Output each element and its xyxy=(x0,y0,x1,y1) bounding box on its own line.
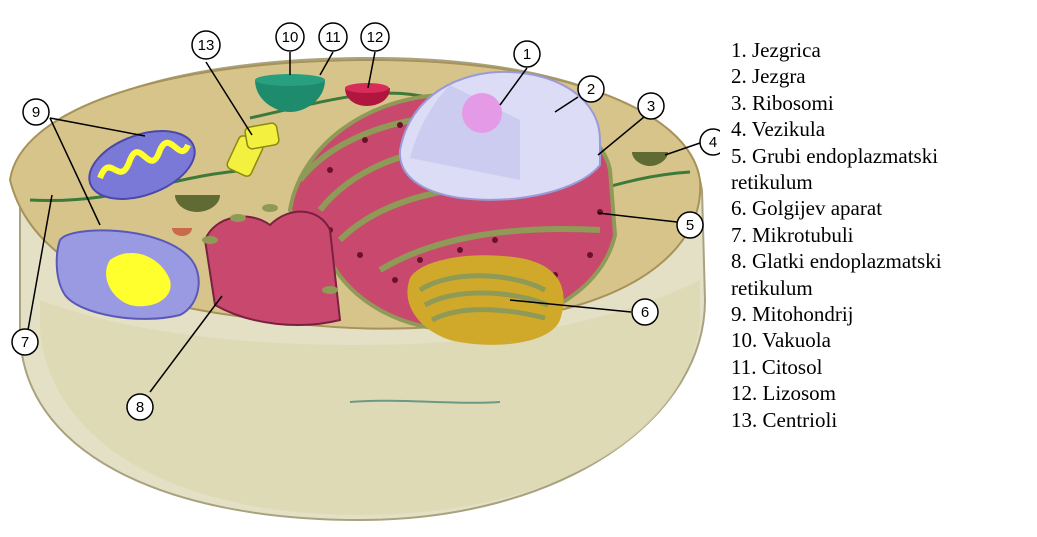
callout-11: 11 xyxy=(319,23,347,51)
callout-8: 8 xyxy=(127,394,153,420)
svg-text:1: 1 xyxy=(523,46,531,63)
legend-item: retikulum xyxy=(731,275,1031,301)
legend-item: 5. Grubi endoplazmatski xyxy=(731,143,1031,169)
nucleolus xyxy=(462,93,502,133)
svg-text:10: 10 xyxy=(282,29,299,46)
callout-2: 2 xyxy=(578,76,604,102)
legend-item: 9. Mitohondrij xyxy=(731,301,1031,327)
legend-item: 4. Vezikula xyxy=(731,116,1031,142)
svg-text:12: 12 xyxy=(367,29,384,46)
legend-item: 12. Lizosom xyxy=(731,380,1031,406)
svg-text:7: 7 xyxy=(21,334,29,351)
cell-diagram: 1 2 3 4 5 6 7 8 9 10 11 12 13 xyxy=(0,0,720,537)
callout-13: 13 xyxy=(192,31,220,59)
svg-text:9: 9 xyxy=(32,104,40,121)
svg-text:8: 8 xyxy=(136,399,144,416)
svg-text:5: 5 xyxy=(686,217,694,234)
legend-item: 13. Centrioli xyxy=(731,407,1031,433)
organelle-legend: 1. Jezgrica 2. Jezgra 3. Ribosomi 4. Vez… xyxy=(731,37,1031,433)
legend-item: 11. Citosol xyxy=(731,354,1031,380)
legend-item: 10. Vakuola xyxy=(731,327,1031,353)
legend-item: retikulum xyxy=(731,169,1031,195)
svg-text:11: 11 xyxy=(325,29,341,46)
legend-item: 1. Jezgrica xyxy=(731,37,1031,63)
smooth-er-tube xyxy=(262,204,278,212)
callout-4: 4 xyxy=(700,129,720,155)
legend-item: 6. Golgijev aparat xyxy=(731,195,1031,221)
svg-text:3: 3 xyxy=(647,98,655,115)
legend-item: 7. Mikrotubuli xyxy=(731,222,1031,248)
callout-12: 12 xyxy=(361,23,389,51)
svg-text:13: 13 xyxy=(198,37,215,54)
svg-text:4: 4 xyxy=(709,134,717,151)
callout-3: 3 xyxy=(638,93,664,119)
callout-10: 10 xyxy=(276,23,304,51)
lysosome-top xyxy=(345,83,389,93)
svg-text:2: 2 xyxy=(587,81,595,98)
svg-text:6: 6 xyxy=(641,304,649,321)
smooth-er-tube xyxy=(230,214,246,222)
smooth-er-tube xyxy=(202,236,218,244)
callout-7: 7 xyxy=(12,329,38,355)
legend-item: 2. Jezgra xyxy=(731,63,1031,89)
legend-item: 3. Ribosomi xyxy=(731,90,1031,116)
legend-item: 8. Glatki endoplazmatski xyxy=(731,248,1031,274)
smooth-er-tube xyxy=(322,286,338,294)
vacuole-top xyxy=(255,74,325,86)
callout-5: 5 xyxy=(677,212,703,238)
smooth-er xyxy=(205,212,340,325)
callout-1: 1 xyxy=(514,41,540,67)
callout-9: 9 xyxy=(23,99,49,125)
callout-6: 6 xyxy=(632,299,658,325)
